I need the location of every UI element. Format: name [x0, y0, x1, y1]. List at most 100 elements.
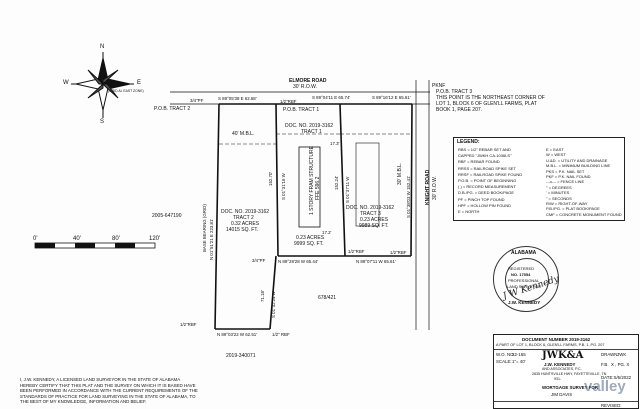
legend-item: RRSF = RAILROAD SPIKE FOUND	[458, 171, 523, 177]
tract1-doc: DOC. NO. 2019-3162	[285, 123, 334, 129]
firm-phone: 931-	[554, 377, 562, 381]
mbl-label-40: 40' M.B.L.	[232, 131, 255, 137]
pin-label: 1/2"RBF	[180, 322, 197, 327]
pob-tract2-label: P.O.B. TRACT 2	[154, 106, 191, 112]
legend-item: E = EAST	[546, 147, 564, 152]
certification-line: HEREBY CERTIFY THAT THIS PLAT AND THE SU…	[20, 382, 196, 388]
bearing-left-vertical: N 01°51'21 E 223.81'	[209, 218, 214, 260]
scale-tick: 80'	[112, 236, 120, 242]
bearing-v1-length: 152.70'	[268, 171, 273, 186]
tract1-acres: 0.23 ACRES	[296, 235, 325, 241]
structure-ffe: FFE 596.2	[315, 176, 321, 200]
bearing-mid-2: N 89°07'11 W 65.61'	[356, 259, 396, 264]
pin-label: 1/2"RBF	[348, 249, 365, 254]
certification-line: I, J.W. KENNEDY, A LICENSED LAND SURVEYO…	[20, 377, 181, 382]
scale-tick: 120'	[149, 236, 161, 242]
compass-east-label: E	[137, 80, 142, 86]
date-label: DATE:	[601, 375, 614, 380]
seal-ring-top: ALABAMA	[511, 250, 537, 256]
parcel-left: 2005-647190	[152, 213, 182, 219]
bearing-v3: S 01°38'03 W 152.41'	[406, 175, 411, 218]
scale-tick: 40'	[73, 236, 81, 242]
legend-item: P.B./PG. = PLAT BOOK/PAGE	[546, 206, 600, 212]
tract3-acres: 0.23 ACRES	[360, 217, 389, 223]
legend-item: PKS = P.K. NAIL SET	[546, 168, 585, 174]
tract1-name: TRACT 1	[301, 129, 322, 135]
title-description: A PART OF LOT 1, BLOCK 6, GLEN'LL FARMS,…	[496, 343, 605, 347]
tract2-doc: DOC. NO. 2019-3162	[221, 209, 270, 215]
mbl-label-30: 30' M.B.L.	[397, 162, 403, 185]
bearing-mid-1: N 89°28'28 W 65.44'	[278, 259, 319, 264]
legend-item: RRSS = RAILROAD SPIKE SET	[458, 165, 516, 171]
watermark-logo: valley	[584, 378, 626, 395]
title-block: DOCUMENT NUMBER 2019-3162 A PART OF LOT …	[493, 334, 639, 409]
client-name: JIM DAVIS	[551, 392, 573, 397]
certification-line: STANDARDS OF PRACTICE FOR LAND SURVEYING…	[20, 393, 196, 399]
legend-item: HPF = HOLLOW PIN FOUND	[458, 202, 512, 208]
survey-type: WORTGAGE SURVEY FOR	[542, 385, 598, 390]
compass-zone-note: (GRID AL EAST ZONE)	[108, 89, 144, 93]
base-bearing-label: BASE BEARING (GRID)	[202, 204, 207, 252]
elmore-road-row: 30' R.O.W.	[293, 84, 318, 90]
legend-item: ° = DEGREES	[546, 184, 572, 190]
date-value: 5/5/2022	[614, 375, 632, 380]
scale-bar	[34, 242, 156, 249]
pin-label: 1/2"RBF	[280, 99, 297, 104]
bearing-v4-length: 71.18'	[260, 290, 265, 302]
pob-tract3-pin: PKNF	[432, 83, 446, 89]
bearing-v1: S 01°31'16 W	[281, 173, 286, 200]
compass-south-label: S	[100, 119, 105, 125]
legend-title: LEGEND:	[457, 139, 480, 145]
firm-name: J.W. KENNEDY	[544, 362, 576, 367]
pin-label: 3/4"PF	[190, 98, 204, 103]
wo-label: W.O. NO.	[496, 352, 515, 357]
legend-item: ---x--- = FENCE LINE	[546, 179, 585, 185]
structure-outline	[298, 146, 321, 228]
revised-label: REVISED:	[601, 403, 622, 408]
surveyor-seal: ALABAMA REGISTERED NO. 17554 PROFESSIONA…	[493, 246, 560, 312]
tract2-name: TRACT 2	[233, 215, 254, 221]
seal-land-surveyor: LAND SURVEYOR	[507, 284, 542, 289]
fb-label: F.B.	[601, 362, 609, 367]
fb-value: X , PG. X	[611, 362, 630, 367]
bearing-top-2: S 89°04'11 E 65.74'	[312, 95, 351, 100]
bearing-bottom: N 89°03'22 W 62.51'	[217, 332, 258, 337]
legend-item: RBF = REBAR FOUND	[458, 159, 500, 165]
bearing-top-1: S 89°05'38 E 62.68'	[218, 96, 257, 101]
knight-road-row: 30' R.O.W.	[432, 175, 438, 200]
legend-item: R/W = RIGHT-OF-WAY	[546, 201, 588, 206]
tract2-acres: 0.32 ACRES	[231, 221, 260, 227]
pob-tract3-label: P.O.B. TRACT 3	[436, 89, 473, 95]
certification-line: BEEN PERFORMED IN ACCORDANCE WITH THE CU…	[20, 388, 198, 393]
tract3-doc: DOC. NO. 2019-3162	[346, 205, 395, 211]
seal-name: J.W. KENNEDY	[508, 300, 541, 305]
scale-value: 1"= 40'	[512, 359, 526, 364]
legend-item: U.&D. = UTILITY AND DRAINAGE	[546, 157, 608, 163]
pin-label: 1/2"RBF	[390, 250, 407, 255]
elmore-road-label: ELMORE ROAD	[289, 78, 327, 84]
firm-subtitle: AND ASSOCIATES, P.C.	[542, 367, 582, 371]
parcel-bottom: 2019-340071	[226, 353, 256, 359]
legend-item: " = SECONDS	[546, 195, 572, 201]
legend-item: PKF = P.K. NAIL FOUND	[546, 174, 591, 179]
north-arrow-icon	[71, 52, 134, 118]
legend-item: D.B./PG. = DEED BOOK/PAGE	[458, 190, 515, 196]
knight-road-label: KNIGHT ROAD	[425, 169, 431, 205]
pob-tract1-label: P.O.B. TRACT 1	[283, 107, 320, 113]
legend-item: M.B.L. = MINIMUM BUILDING LINE	[546, 163, 611, 169]
title-doc-number: DOCUMENT NUMBER 2019-3162	[522, 337, 591, 342]
pob-tract3-note-3: BOOK 1, PAGE 207.	[436, 107, 483, 113]
bearing-v2: S 01°37'11 W	[345, 176, 350, 203]
drawn-label: DRAWN:	[601, 352, 619, 357]
seal-license: NO. 17554	[511, 272, 531, 277]
firm-logo: JWK&A	[542, 350, 584, 361]
drawn-value: JWK	[617, 352, 627, 357]
legend-box: LEGEND: RBS = 1/2" REBAR SET AND CAPPED …	[453, 137, 625, 221]
tract1-sqft: 9999 SQ. FT.	[294, 241, 324, 247]
firm-address: 2835 HUNTSVILLE HWY, FAYETTEVILLE, TN	[532, 372, 607, 376]
legend-item: W = WEST	[546, 152, 566, 158]
legend-item: E = NORTH	[458, 209, 480, 214]
legend-item: CAPPED "JWKH CA-1036LS"	[458, 153, 512, 159]
seal-professional: PROFESSIONAL	[508, 278, 540, 283]
